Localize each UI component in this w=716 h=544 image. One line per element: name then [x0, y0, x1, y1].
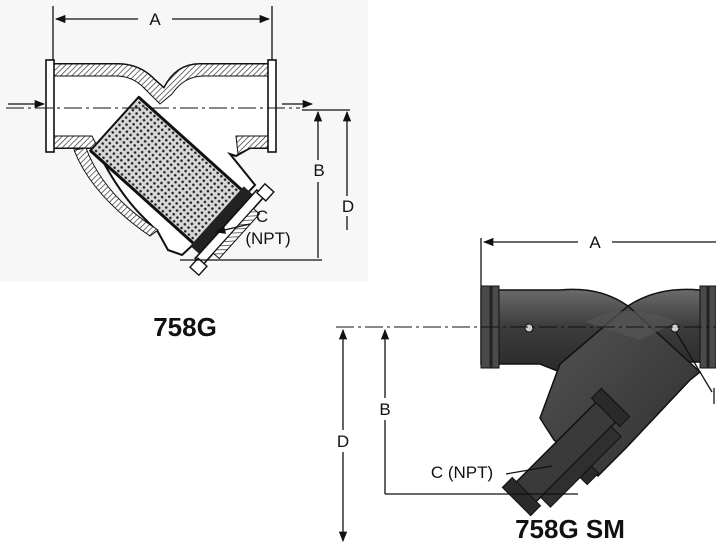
strainer-body-758g-sm [480, 285, 716, 517]
caption-758g-sm: 758G SM [515, 514, 625, 544]
callout-c-npt-758g-sm: C (NPT) [431, 463, 553, 482]
callout-label-c-npt-sm: C (NPT) [431, 463, 493, 482]
pressure-tap-inlet [524, 323, 534, 333]
dimension-label-a: A [149, 10, 161, 29]
dimension-b-758g-sm: B [379, 328, 578, 495]
dimension-b-758g: B [302, 109, 350, 258]
strainer-screen-758g [88, 95, 275, 277]
figure-758g: A [0, 0, 368, 342]
dimension-label-b: B [313, 161, 324, 180]
bolted-cap-flange [501, 387, 631, 517]
dimension-a-758g: A [52, 6, 273, 66]
pressure-tap-outlet [670, 323, 680, 333]
dimension-a-758g-sm: A [480, 233, 716, 290]
callout-label-c: C [256, 207, 268, 226]
dimension-label-a-sm: A [589, 233, 601, 252]
dimension-d-758g-sm: D [337, 328, 349, 543]
dimension-label-d: D [342, 197, 354, 216]
dimension-label-b-sm: B [379, 400, 390, 419]
dimension-d-758g: D [342, 110, 354, 230]
leader-line-right [675, 331, 713, 393]
callout-label-npt: (NPT) [245, 229, 290, 248]
dimension-label-d-sm: D [337, 432, 349, 451]
caption-758g: 758G [153, 312, 217, 342]
figure-758g-sm: A [336, 233, 716, 544]
callout-c-npt-758g: C (NPT) [214, 207, 291, 248]
